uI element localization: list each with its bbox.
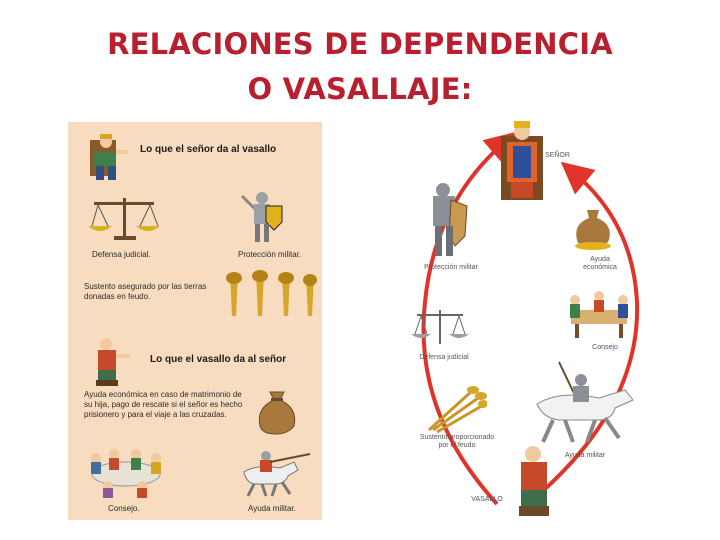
label-sustento: Sustento asegurado por las tierras donad… — [84, 282, 207, 301]
money-bag-icon — [258, 391, 296, 435]
label-consejo: Consejo. — [108, 504, 140, 513]
label-defensa-judicial-cycle: Defensa judicial — [419, 354, 469, 361]
label-proteccion-militar-cycle: Protección militar — [424, 264, 478, 271]
vassal-kneeling-cycle-icon — [519, 446, 549, 516]
scales-icon — [88, 198, 160, 240]
label-ayuda-militar: Ayuda militar. — [248, 504, 296, 513]
label-consejo-cycle: Consejo — [592, 344, 618, 351]
council-table-icon — [91, 449, 161, 498]
mounted-knight-cycle-icon — [536, 361, 634, 443]
wheat-bundles-icon — [226, 270, 317, 316]
knight-on-horse-icon — [243, 451, 311, 497]
vassalage-cycle-diagram: SEÑOR Protección militar Ayuda económica… — [405, 112, 655, 527]
scales-cycle-icon — [411, 310, 469, 344]
knight-shield-icon — [240, 192, 283, 242]
label-proteccion-militar: Protección militar. — [238, 250, 302, 259]
label-senor: SEÑOR — [545, 152, 570, 159]
cycle-arrows — [421, 131, 640, 510]
page-title-line-2: O VASALLAJE: — [247, 72, 473, 106]
council-cycle-icon — [570, 291, 628, 338]
label-ayuda-militar-cycle: Ayuda militar — [564, 452, 606, 459]
label-defensa-judicial: Defensa judicial. — [92, 250, 151, 259]
heading-lord-gives: Lo que el señor da al vasallo — [140, 144, 277, 155]
label-sustento-cycle: Sustento proporcionado por el feudo — [419, 434, 495, 449]
armored-knight-icon — [433, 183, 468, 256]
gold-sack-icon — [575, 210, 611, 250]
lord-on-throne-icon — [501, 121, 543, 200]
heading-vassal-gives: Lo que el vasallo da al señor — [150, 354, 287, 365]
label-ayuda-economica-cycle: Ayuda económica — [583, 256, 617, 271]
wheat-cycle-icon — [427, 386, 487, 434]
label-vasallo: VASALLO — [471, 496, 503, 503]
left-illustration-panel: Lo que el señor da al vasallo Defensa ju… — [68, 122, 322, 520]
label-ayuda-economica: Ayuda económica en caso de matrimonio de… — [84, 390, 243, 419]
lord-seated-icon — [90, 134, 128, 180]
page-title-line-1: RELACIONES DE DEPENDENCIA — [107, 27, 613, 61]
vassal-kneeling-icon — [96, 338, 130, 386]
